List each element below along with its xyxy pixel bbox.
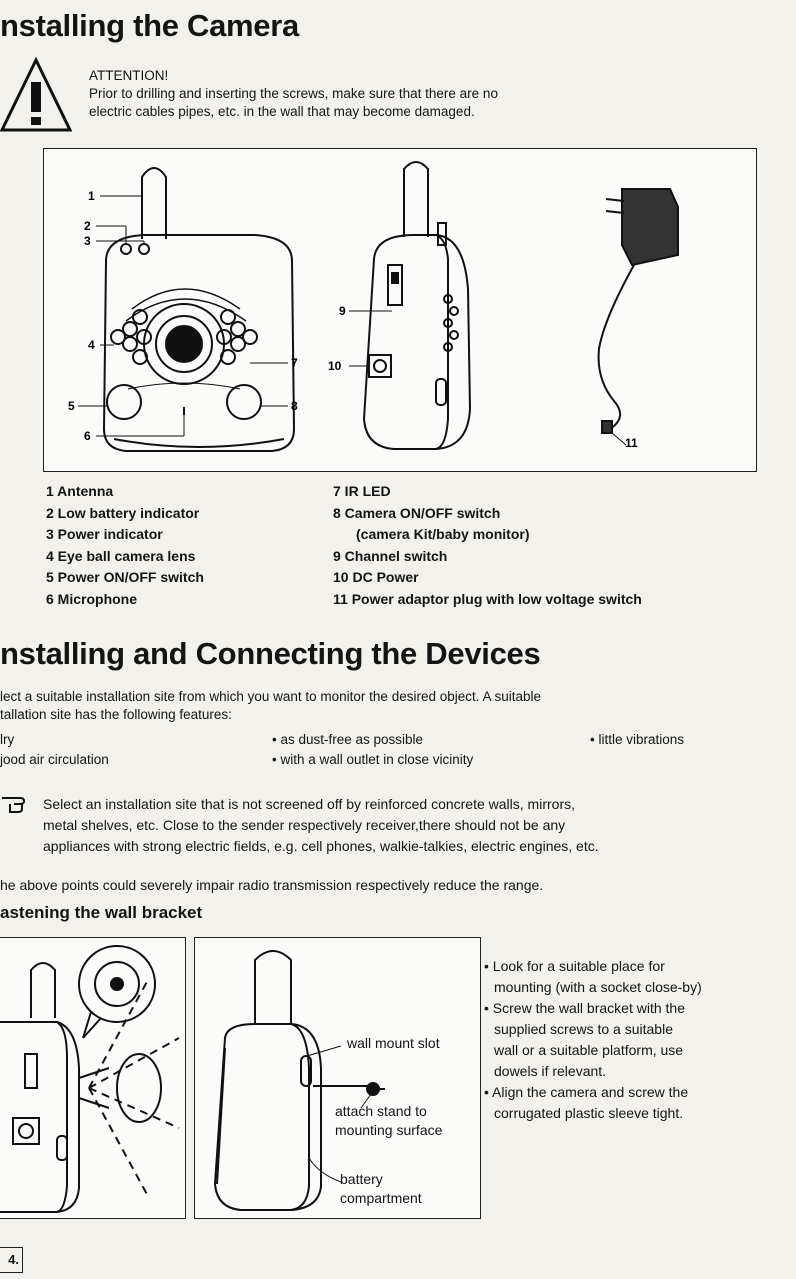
diagram-number-3: 3 xyxy=(84,234,91,248)
diagram-number-8: 8 xyxy=(291,399,298,413)
instruction-line: • Look for a suitable place for xyxy=(484,958,665,974)
section-title-installing-connecting: nstalling and Connecting the Devices xyxy=(0,636,541,671)
legend-item: 5 Power ON/OFF switch xyxy=(46,569,204,586)
diagram-number-10: 10 xyxy=(328,359,342,373)
feature-item: • as dust-free as possible xyxy=(272,732,424,747)
label-wall-mount-slot: wall mount slot xyxy=(347,1035,440,1051)
section-title-installing-camera: nstalling the Camera xyxy=(0,8,299,43)
diagram-number-2: 2 xyxy=(84,219,91,233)
diagram-number-1: 1 xyxy=(88,189,95,203)
warning-text: he above points could severely impair ra… xyxy=(0,877,544,893)
legend-item: 9 Channel switch xyxy=(333,547,448,564)
power-adaptor-illustration xyxy=(597,188,679,434)
legend-item: (camera Kit/baby monitor) xyxy=(356,526,530,543)
subheading-wall-bracket: astening the wall bracket xyxy=(0,903,203,922)
feature-item: • with a wall outlet in close vicinity xyxy=(272,752,474,767)
instruction-line: • Align the camera and screw the xyxy=(484,1084,689,1100)
diagram-number-9: 9 xyxy=(339,304,346,318)
feature-item: jood air circulation xyxy=(0,752,109,767)
diagram-number-6: 6 xyxy=(84,429,91,443)
instruction-line: dowels if relevant. xyxy=(494,1063,607,1079)
attention-text-line-2: electric cables pipes, etc. in the wall … xyxy=(89,104,475,119)
label-attach-stand-line-2: mounting surface xyxy=(335,1122,443,1138)
attention-warning-icon xyxy=(0,56,72,136)
legend-item: 6 Microphone xyxy=(46,590,138,607)
parts-legend-left: 1 Antenna 2 Low battery indicator 3 Powe… xyxy=(46,481,204,611)
camera-side-illustration xyxy=(362,161,472,450)
instruction-line: mounting (with a socket close-by) xyxy=(494,979,702,995)
legend-item: 10 DC Power xyxy=(333,569,419,586)
legend-item: 1 Antenna xyxy=(46,483,114,499)
note-line-2: metal shelves, etc. Close to the sender … xyxy=(43,817,566,833)
legend-item: 2 Low battery indicator xyxy=(46,504,200,521)
intro-line-2: tallation site has the following feature… xyxy=(0,707,232,722)
intro-line-1: lect a suitable installation site from w… xyxy=(0,689,542,704)
note-line-3: appliances with strong electric fields, … xyxy=(43,838,599,854)
camera-parts-diagram: 1 2 3 4 5 6 7 8 9 10 11 xyxy=(43,148,757,472)
diagram-number-5: 5 xyxy=(68,399,75,413)
instruction-line: • Screw the wall bracket with the xyxy=(484,1000,685,1016)
label-battery-line-2: compartment xyxy=(340,1190,422,1206)
legend-item: 7 IR LED xyxy=(333,483,391,499)
page-number: 4. xyxy=(0,1247,23,1273)
instruction-line: supplied screws to a suitable xyxy=(494,1021,673,1037)
diagram-number-4: 4 xyxy=(88,338,95,352)
camera-front-illustration xyxy=(102,167,296,452)
instruction-line: wall or a suitable platform, use xyxy=(494,1042,684,1058)
feature-item: • little vibrations xyxy=(590,732,685,747)
label-battery-line-1: battery xyxy=(340,1171,383,1187)
label-attach-stand-line-1: attach stand to xyxy=(335,1103,427,1119)
diagram-number-11: 11 xyxy=(625,436,638,450)
parts-legend-right: 7 IR LED 8 Camera ON/OFF switch (camera … xyxy=(333,481,642,611)
bracket-instructions: • Look for a suitable place for mounting… xyxy=(484,956,792,1124)
instruction-line: corrugated plastic sleeve tight. xyxy=(494,1105,684,1121)
attention-heading: ATTENTION! xyxy=(89,68,169,83)
feature-item: lry xyxy=(0,732,15,747)
legend-item: 3 Power indicator xyxy=(46,526,163,543)
diagram-number-7: 7 xyxy=(291,356,298,370)
hand-pointer-icon xyxy=(0,792,30,816)
camera-angle-diagram xyxy=(0,937,186,1219)
legend-item: 4 Eye ball camera lens xyxy=(46,547,196,564)
legend-item: 8 Camera ON/OFF switch xyxy=(333,504,501,521)
note-line-1: Select an installation site that is not … xyxy=(43,796,575,812)
legend-item: 11 Power adaptor plug with low voltage s… xyxy=(333,590,642,607)
wall-bracket-diagram: wall mount slot attach stand to mounting… xyxy=(194,937,481,1219)
attention-text-line-1: Prior to drilling and inserting the scre… xyxy=(89,86,498,101)
